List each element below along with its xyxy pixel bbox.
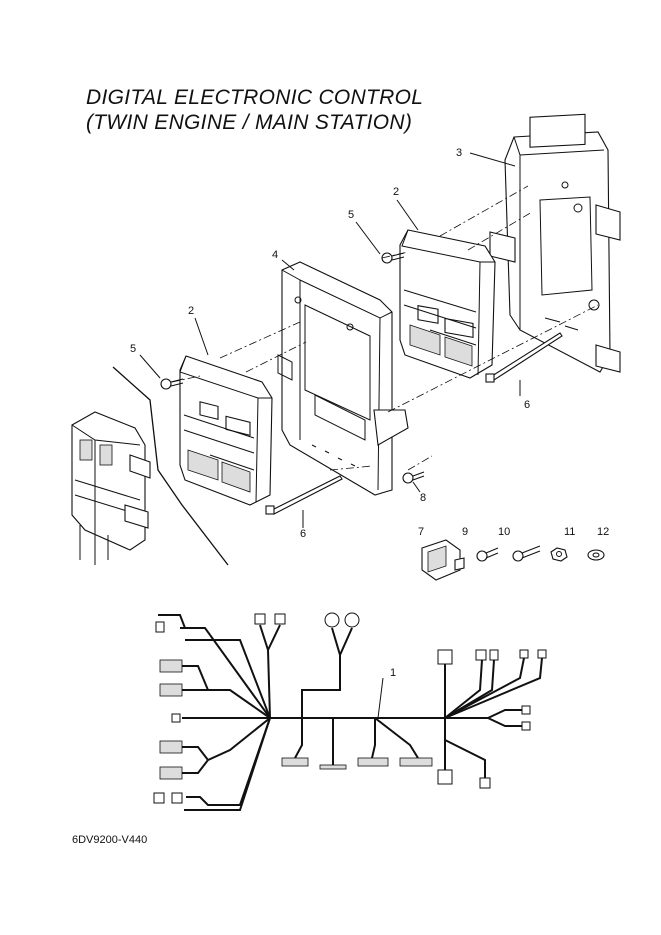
callout-5-rear: 5 xyxy=(348,209,354,221)
diagram-title-line2: (TWIN ENGINE / MAIN STATION) xyxy=(86,111,413,134)
washer-part-12[interactable] xyxy=(587,549,605,561)
case-part-4[interactable] xyxy=(277,261,409,496)
screw-part-9[interactable] xyxy=(476,547,499,562)
control-unit-part-2-front[interactable] xyxy=(179,355,273,506)
connector-part-7[interactable] xyxy=(421,539,465,581)
callout-8: 8 xyxy=(420,492,426,504)
cable-tie-part-6-rear[interactable] xyxy=(485,332,563,383)
callout-leaders xyxy=(139,152,521,719)
callout-10: 10 xyxy=(498,526,510,538)
wire-harness-part-1[interactable] xyxy=(153,612,547,811)
screw-part-5-front[interactable] xyxy=(160,378,184,390)
assembly-bracket-line xyxy=(112,366,229,566)
assembly-guide-lines xyxy=(171,185,599,471)
callout-6-front: 6 xyxy=(300,528,306,540)
callout-1: 1 xyxy=(390,667,396,679)
callout-9: 9 xyxy=(462,526,468,538)
bolt-part-10[interactable] xyxy=(512,545,541,562)
callout-12: 12 xyxy=(597,526,609,538)
assembled-unit-view xyxy=(71,411,151,565)
callout-2-rear: 2 xyxy=(393,186,399,198)
screw-part-8[interactable] xyxy=(402,471,425,484)
bracket-part-3[interactable] xyxy=(489,113,621,373)
cable-tie-part-6-front[interactable] xyxy=(265,475,343,515)
callout-3: 3 xyxy=(456,147,462,159)
callout-5-front: 5 xyxy=(130,343,136,355)
callout-11: 11 xyxy=(564,526,575,538)
drawing-code: 6DV9200-V440 xyxy=(72,834,148,846)
callout-7: 7 xyxy=(418,526,424,538)
control-unit-part-2-rear[interactable] xyxy=(399,229,496,379)
callout-6-rear: 6 xyxy=(524,399,530,411)
callout-2-front: 2 xyxy=(188,305,194,317)
callout-4: 4 xyxy=(272,249,278,261)
nut-part-11[interactable] xyxy=(550,547,568,562)
diagram-title-line1: DIGITAL ELECTRONIC CONTROL xyxy=(86,86,424,109)
